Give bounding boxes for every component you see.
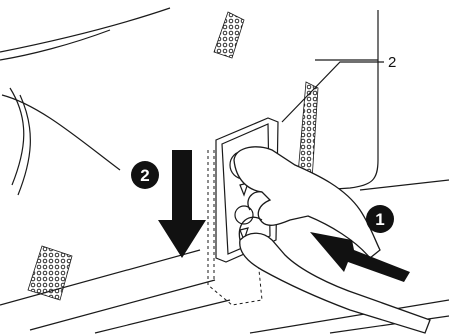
- step-2-number: 2: [140, 166, 149, 185]
- step-1-number: 1: [375, 210, 384, 229]
- step-2-badge: 2: [131, 161, 159, 189]
- callout-2-label: 2: [388, 54, 396, 71]
- slide-down-arrow: [158, 150, 206, 258]
- callout-2-leader: [282, 62, 384, 122]
- air-vent-bottom-left: [28, 246, 72, 300]
- air-vent-side: [298, 82, 318, 180]
- air-vent-top: [214, 12, 244, 58]
- step-1-badge: 1: [366, 205, 394, 233]
